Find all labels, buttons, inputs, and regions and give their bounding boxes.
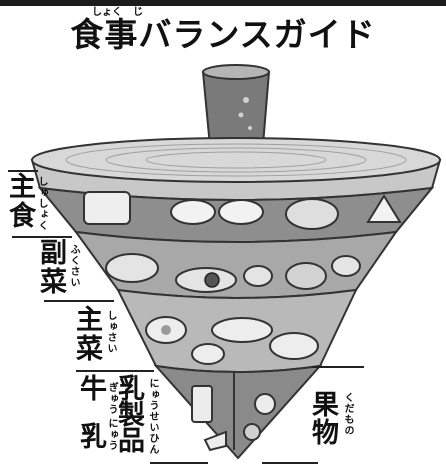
label-shusai-2: 菜 — [76, 334, 103, 365]
side-dish-icon — [331, 255, 361, 277]
label-dairy-2: 製 — [118, 400, 145, 431]
furigana-fukusai: ふくさい — [68, 244, 79, 288]
rule-fruit-top — [312, 366, 364, 368]
band-shusai — [116, 288, 358, 373]
onigiri-icon — [366, 194, 402, 223]
top-disk — [30, 137, 442, 201]
rice-bowl-icon — [170, 199, 216, 225]
label-milk-2: 乳 — [80, 422, 107, 453]
furigana-milk-2: にゅう — [106, 418, 117, 451]
label-shushoku-1: 主 — [9, 172, 36, 203]
furigana-shusai: しゅさい — [105, 310, 116, 354]
salad-plate-icon — [105, 253, 159, 283]
title-ruby-shoku: しょく — [92, 7, 122, 18]
milk-glass-icon — [191, 385, 213, 423]
rule-shushoku-top — [8, 170, 38, 172]
fish-plate-icon — [211, 317, 273, 343]
tofu-plate-icon — [191, 343, 225, 365]
band-dairy-fruit — [153, 364, 323, 460]
apple-icon — [254, 393, 276, 415]
furigana-dairy: にゅうせいひん — [147, 378, 158, 455]
orange-icon — [243, 423, 261, 441]
cheese-icon — [203, 430, 227, 452]
label-fukusai-2: 菜 — [40, 267, 67, 298]
label-fruit-1: 果 — [312, 390, 339, 421]
furigana-shushoku: しゅしょく — [36, 176, 47, 231]
rice-bowl-icon-2 — [218, 199, 264, 225]
label-milk-1: 牛 — [80, 374, 107, 405]
band-shushoku — [37, 186, 435, 243]
soup-bowl-icon — [285, 262, 327, 290]
rule-fukusai-top — [12, 236, 72, 238]
label-shushoku-2: 食 — [9, 201, 36, 232]
furigana-milk-1: ぎゅう — [106, 382, 117, 415]
label-dairy-1: 乳 — [118, 374, 145, 405]
top-border-bar — [0, 0, 446, 6]
noodle-bowl-icon — [285, 198, 339, 230]
meat-plate-icon — [269, 332, 319, 360]
band-fukusai — [73, 230, 399, 299]
small-bowl-icon — [243, 265, 273, 287]
rule-fruit-bottom — [262, 462, 318, 464]
title-ruby-ji: じ — [133, 7, 143, 18]
label-shusai-1: 主 — [76, 305, 103, 336]
label-fukusai-1: 副 — [40, 238, 67, 269]
label-dairy-3: 品 — [118, 426, 145, 457]
label-fruit-2: 物 — [312, 418, 339, 449]
furigana-fruit: くだもの — [342, 392, 353, 436]
rule-dairy-top — [76, 370, 154, 372]
page-title: 食事バランスガイド — [70, 15, 376, 54]
rule-dairy-bottom — [150, 462, 208, 464]
rule-shusai-top — [44, 300, 114, 302]
bread-icon — [83, 191, 131, 225]
